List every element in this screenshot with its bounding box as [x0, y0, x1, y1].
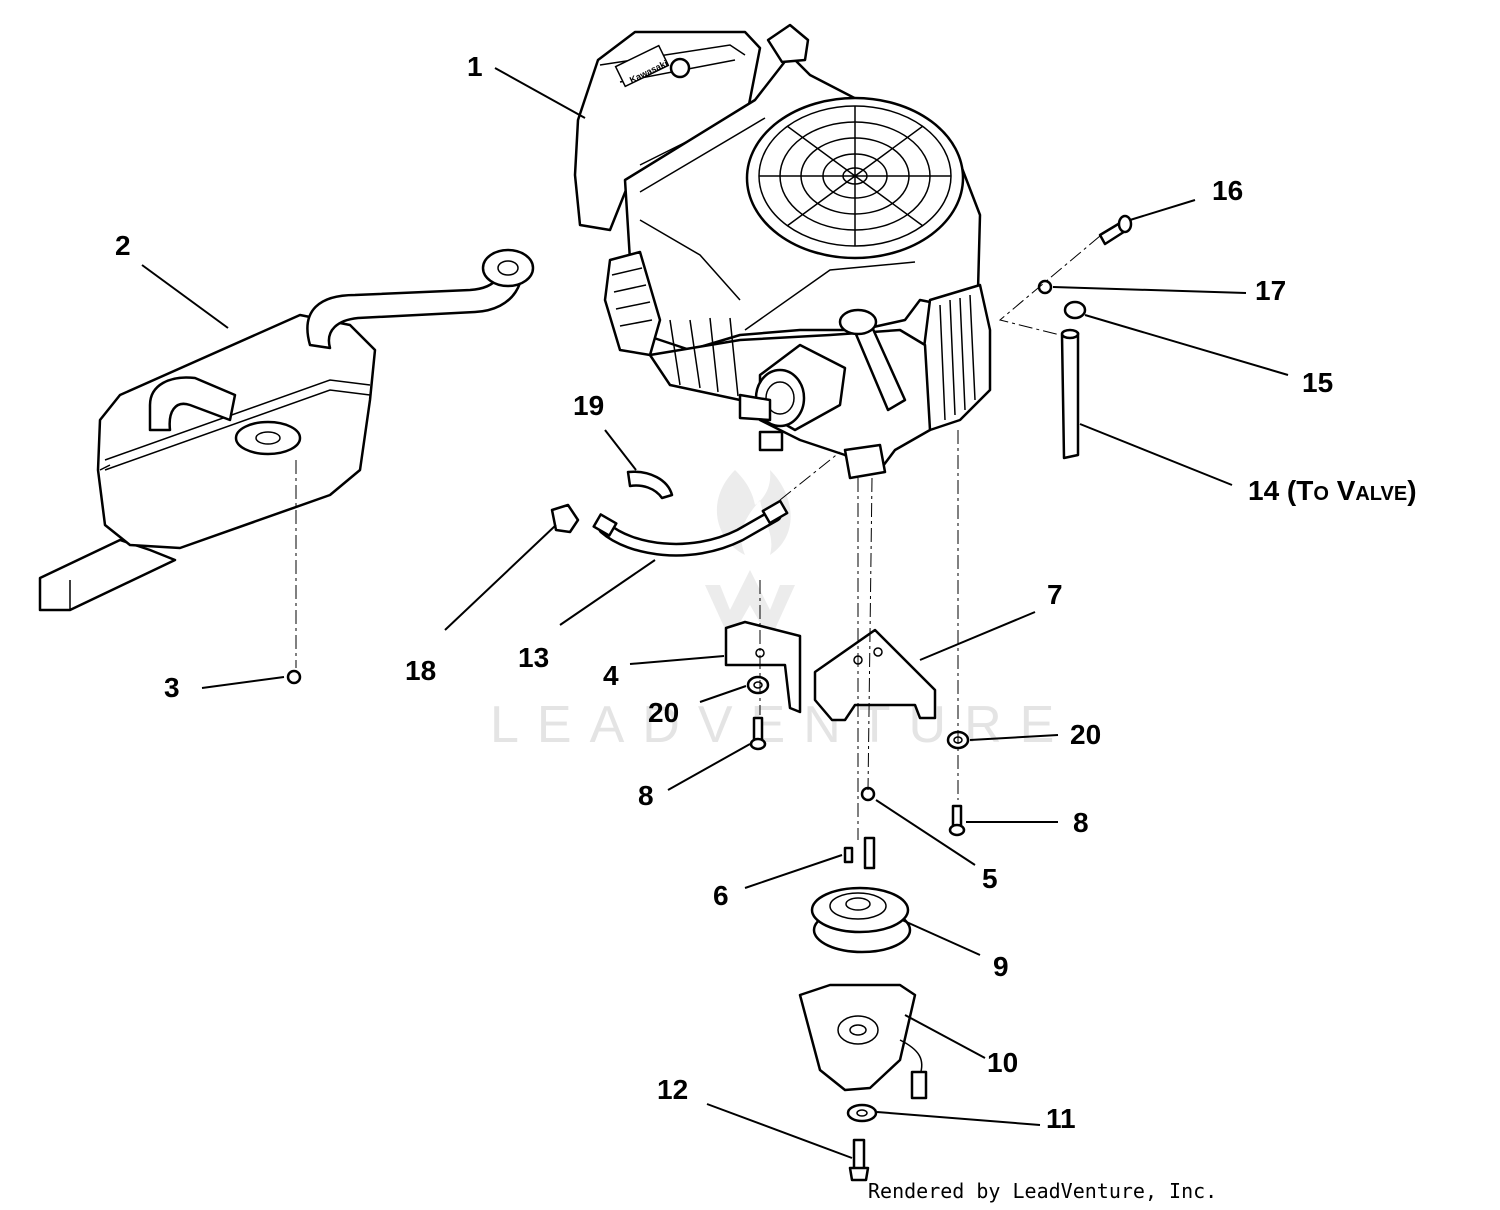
muffler-part-2	[38, 248, 535, 612]
callout-10: 10	[987, 1047, 1018, 1078]
callout-6: 6	[713, 880, 729, 911]
callout-13: 13	[518, 642, 549, 673]
bolt-part-8-right	[948, 804, 966, 837]
callout-15: 15	[1302, 367, 1333, 398]
callout-5: 5	[982, 863, 998, 894]
callout-16: 16	[1212, 175, 1243, 206]
hose-part-13	[592, 499, 789, 557]
callout-19: 19	[573, 390, 604, 421]
callout-14: 14 (To Valve)	[1248, 475, 1417, 506]
screw-part-16	[1098, 214, 1133, 246]
callout-4: 4	[603, 660, 619, 691]
key-part-6	[843, 846, 854, 864]
washer-part-11	[846, 1103, 878, 1123]
fitting-part-18	[550, 503, 580, 534]
bolt-part-8-left	[749, 716, 767, 751]
clutch-part-10	[798, 983, 928, 1100]
callout-1: 1	[467, 51, 483, 82]
callout-2: 2	[115, 230, 131, 261]
callout-7: 7	[1047, 579, 1063, 610]
flywheel-screen	[745, 96, 965, 260]
callout-3: 3	[164, 672, 180, 703]
leader-lines	[141, 67, 1289, 1159]
callout-8-right: 8	[1073, 807, 1089, 838]
clip-part-19	[626, 470, 674, 500]
callout-labels: 1 2 3 4 5 6 7 8 8 9 10 11 12 13 14 (To V…	[115, 51, 1417, 1134]
callout-20-right: 20	[1070, 719, 1101, 750]
washer-part-20-left	[746, 675, 770, 695]
washer-part-17	[1037, 279, 1053, 295]
deflector-part-7	[813, 628, 937, 722]
engine-part-1: Kawasaki	[573, 23, 992, 480]
watermark-text: LEADVENTURE	[490, 696, 1072, 754]
credit-text: Rendered by LeadVenture, Inc.	[868, 1179, 1217, 1203]
bolt-part-12	[848, 1138, 870, 1182]
callout-17: 17	[1255, 275, 1286, 306]
shaft-bolt	[863, 836, 876, 870]
center-lines	[295, 235, 1101, 840]
callout-12: 12	[657, 1074, 688, 1105]
callout-18: 18	[405, 655, 436, 686]
callout-8-left: 8	[638, 780, 654, 811]
callout-9: 9	[993, 951, 1009, 982]
nut-part-3	[286, 669, 302, 685]
callout-11: 11	[1046, 1103, 1076, 1134]
callout-20-left: 20	[648, 697, 679, 728]
nut-part-15	[1063, 300, 1087, 320]
tube-part-14	[1060, 328, 1080, 460]
pulley-part-9	[810, 886, 912, 954]
